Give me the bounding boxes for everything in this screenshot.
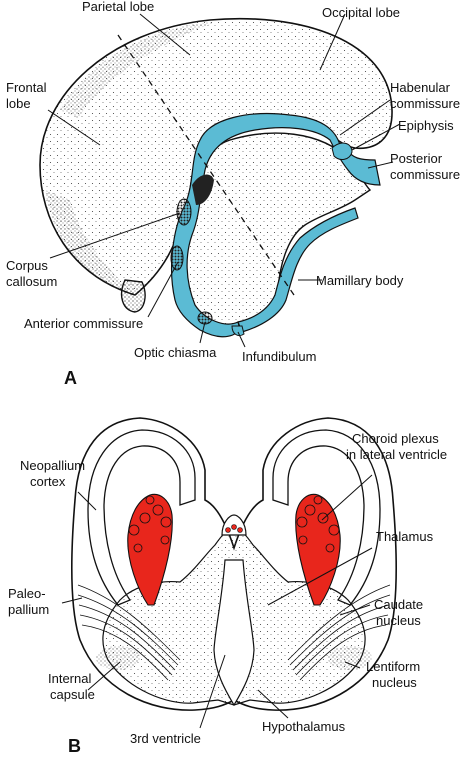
label-thalamus: Thalamus: [376, 529, 434, 544]
label-choroid-2: in lateral ventricle: [346, 447, 447, 462]
label-neopallium-2: cortex: [30, 474, 66, 489]
label-hypothalamus: Hypothalamus: [262, 719, 346, 734]
label-posterior-2: commissure: [390, 167, 460, 182]
label-paleo-1: Paleo-: [8, 586, 46, 601]
right-lentiform: [328, 646, 372, 670]
label-lentiform-1: Lentiform: [366, 659, 420, 674]
panel-b: Neopallium cortex Choroid plexus in late…: [8, 417, 447, 756]
interventricular-recess: [192, 174, 214, 205]
hemisphere-rim-shading: [60, 22, 215, 118]
label-internal-1: Internal: [48, 671, 91, 686]
label-internal-2: capsule: [50, 687, 95, 702]
label-frontal-lobe-1: Frontal: [6, 80, 47, 95]
label-optic-chiasma: Optic chiasma: [134, 345, 217, 360]
section-line: [117, 34, 297, 299]
left-choroid-fronds: [128, 495, 172, 553]
label-habenular-2: commissure: [390, 96, 460, 111]
left-lentiform: [96, 646, 140, 670]
right-fibers: [287, 584, 391, 681]
label-corpus-2: callosum: [6, 274, 57, 289]
label-caudate-1: Caudate: [374, 597, 423, 612]
third-ventricle: [213, 559, 255, 707]
label-frontal-lobe-2: lobe: [6, 96, 31, 111]
panel-a-leaders: [47, 13, 401, 348]
epiphysis-shape: [331, 142, 353, 160]
label-occipital-lobe: Occipital lobe: [322, 5, 400, 20]
label-parietal-lobe: Parietal lobe: [82, 0, 154, 14]
panel-a-letter: A: [64, 368, 77, 388]
hemisphere-shading: [45, 190, 135, 295]
label-posterior-1: Posterior: [390, 151, 443, 166]
corpus-callosum-mark: [176, 198, 192, 226]
ventricle-floor: [237, 207, 359, 333]
label-third-ventricle: 3rd ventricle: [130, 731, 201, 746]
panel-a: Parietal lobe Occipital lobe Frontal lob…: [6, 0, 460, 388]
label-habenular-1: Habenular: [390, 80, 451, 95]
label-mamillary-body: Mamillary body: [316, 273, 404, 288]
label-infundibulum: Infundibulum: [242, 349, 316, 364]
anterior-commissure-mark: [170, 245, 184, 271]
label-paleo-2: pallium: [8, 602, 49, 617]
right-choroid-fronds: [296, 495, 340, 553]
ventricle-lining: [171, 112, 381, 338]
label-epiphysis: Epiphysis: [398, 118, 454, 133]
label-choroid-1: Choroid plexus: [352, 431, 439, 446]
left-fibers: [77, 584, 181, 681]
label-corpus-1: Corpus: [6, 258, 48, 273]
panel-b-letter: B: [68, 736, 81, 756]
label-anterior-commissure: Anterior commissure: [24, 316, 143, 331]
infundibulum-stalk: [231, 325, 245, 337]
label-lentiform-2: nucleus: [372, 675, 417, 690]
label-neopallium-1: Neopallium: [20, 458, 85, 473]
panel-b-leaders: [61, 474, 373, 729]
label-caudate-2: nucleus: [376, 613, 421, 628]
roof-choroid-tuft: [225, 524, 243, 533]
temporal-tip: [120, 279, 146, 313]
